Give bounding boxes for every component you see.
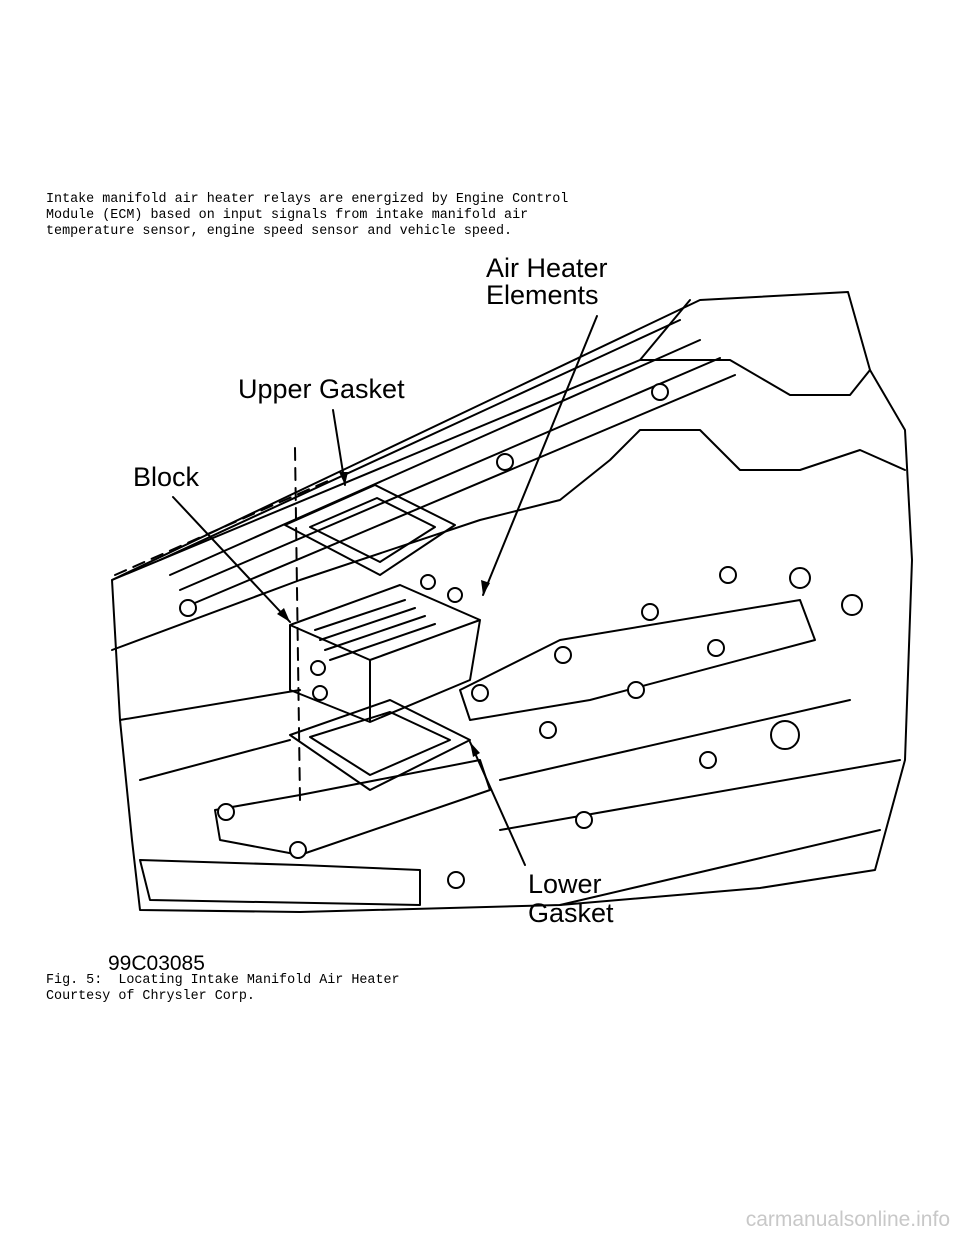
lower-body: [119, 689, 901, 906]
label-block: Block: [133, 462, 200, 492]
bolt: [719, 566, 737, 584]
terminal: [420, 574, 436, 590]
caption-line: Courtesy of Chrysler Corp.: [46, 989, 255, 1004]
engine-outline: [111, 291, 913, 913]
bolt: [179, 599, 197, 617]
dowel: [770, 720, 800, 750]
figure-id: 99C03085: [108, 952, 205, 975]
bolt: [841, 594, 863, 616]
heater-fins: [314, 599, 436, 661]
bolt: [447, 871, 465, 889]
base-plate: [214, 759, 491, 856]
bolt: [496, 453, 514, 471]
bolt: [289, 841, 307, 859]
watermark: carmanualsonline.info: [745, 1208, 950, 1231]
bolt: [641, 603, 659, 621]
label-air-heater-elements: Air Heater: [486, 253, 608, 283]
bolt: [789, 567, 811, 589]
terminal: [312, 685, 328, 701]
upper-gasket-shape: [284, 484, 456, 576]
bolt: [539, 721, 557, 739]
intro-paragraph: Intake manifold air heater relays are en…: [46, 192, 568, 240]
rocker-cover-top: [111, 299, 871, 581]
bolt: [217, 803, 235, 821]
heater-block-shape: [289, 584, 481, 723]
label-upper-gasket: Upper Gasket: [238, 374, 405, 404]
terminal: [310, 660, 326, 676]
base-frame: [139, 859, 421, 906]
air-heater-diagram: Air Heater Elements Upper Gasket Block L…: [108, 253, 913, 975]
intro-line: temperature sensor, engine speed sensor …: [46, 224, 513, 239]
bolt: [627, 681, 645, 699]
label-lower-gasket: Lower: [528, 869, 602, 899]
label-lower-gasket-line2: Gasket: [528, 898, 614, 928]
bolt: [699, 751, 717, 769]
lower-gasket-shape: [289, 699, 471, 791]
valve-cover-lower: [111, 429, 906, 651]
terminal: [447, 587, 463, 603]
bolt: [554, 646, 572, 664]
bolt: [471, 684, 489, 702]
leader-lower-gasket: [469, 741, 526, 866]
intro-line: Intake manifold air heater relays are en…: [46, 192, 569, 207]
manifold-flange: [459, 599, 816, 721]
leader-air-heater: [482, 315, 598, 596]
leader-block: [172, 496, 291, 623]
alignment-lines: [114, 447, 331, 801]
caption-line: Fig. 5: Locating Intake Manifold Air Hea…: [46, 973, 400, 988]
bolt: [707, 639, 725, 657]
intro-line: Module (ECM) based on input signals from…: [46, 208, 529, 223]
rocker-ribs: [159, 319, 736, 606]
bolt: [651, 383, 669, 401]
figure-caption: Fig. 5: Locating Intake Manifold Air Hea…: [46, 973, 400, 1005]
label-air-heater-elements-line2: Elements: [486, 280, 599, 310]
bolt: [575, 811, 593, 829]
